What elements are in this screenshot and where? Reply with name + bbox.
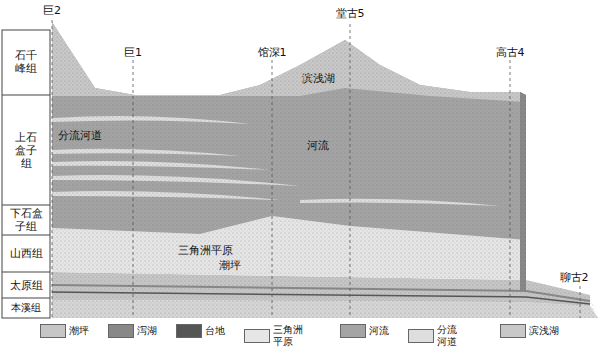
legend-text: 分流河道 xyxy=(437,324,459,348)
legend-item: 分流河道 xyxy=(408,324,459,348)
legend-item: 河流 xyxy=(340,324,389,338)
legend-text: 潮坪 xyxy=(69,325,89,337)
legend-text: 河流 xyxy=(369,325,389,337)
formation-name: 下石盒子组 xyxy=(8,207,43,233)
formation-name: 山西组 xyxy=(8,247,43,260)
well-name: 聊古2 xyxy=(560,271,589,284)
formation-name: 石千峰组 xyxy=(14,49,38,75)
legend-item: 潮坪 xyxy=(40,324,89,338)
legend-swatch xyxy=(244,329,270,343)
facies-label: 滨浅湖 xyxy=(302,72,335,85)
well-name: 堂古5 xyxy=(336,7,365,20)
legend-swatch xyxy=(500,324,526,338)
facies-label: 潮坪 xyxy=(219,259,241,272)
facies-label: 河流 xyxy=(307,139,329,152)
legend-text: 三角洲平原 xyxy=(273,324,305,348)
facies-label: 分流河道 xyxy=(58,129,102,142)
formation-name: 本溪组 xyxy=(9,302,43,314)
legend-swatch xyxy=(340,324,366,338)
legend-swatch xyxy=(40,324,66,338)
well-name: 巨1 xyxy=(124,46,142,59)
legend-item: 滨浅湖 xyxy=(500,324,559,338)
legend-item: 台地 xyxy=(176,324,225,338)
legend-text: 泻湖 xyxy=(137,325,157,337)
facies-label: 三角洲平原 xyxy=(178,244,233,257)
legend-text: 台地 xyxy=(205,325,225,337)
well-name: 馆深1 xyxy=(258,46,287,59)
formation-name: 上石盒子组 xyxy=(14,131,38,170)
legend-text: 滨浅湖 xyxy=(529,325,559,337)
legend-swatch xyxy=(176,324,202,338)
well-name: 巨2 xyxy=(43,4,61,17)
legend-swatch xyxy=(408,329,434,343)
well-name: 高古4 xyxy=(496,46,525,59)
legend-item: 泻湖 xyxy=(108,324,157,338)
legend-swatch xyxy=(108,324,134,338)
formation-name: 太原组 xyxy=(8,279,43,292)
legend-item: 三角洲平原 xyxy=(244,324,305,348)
